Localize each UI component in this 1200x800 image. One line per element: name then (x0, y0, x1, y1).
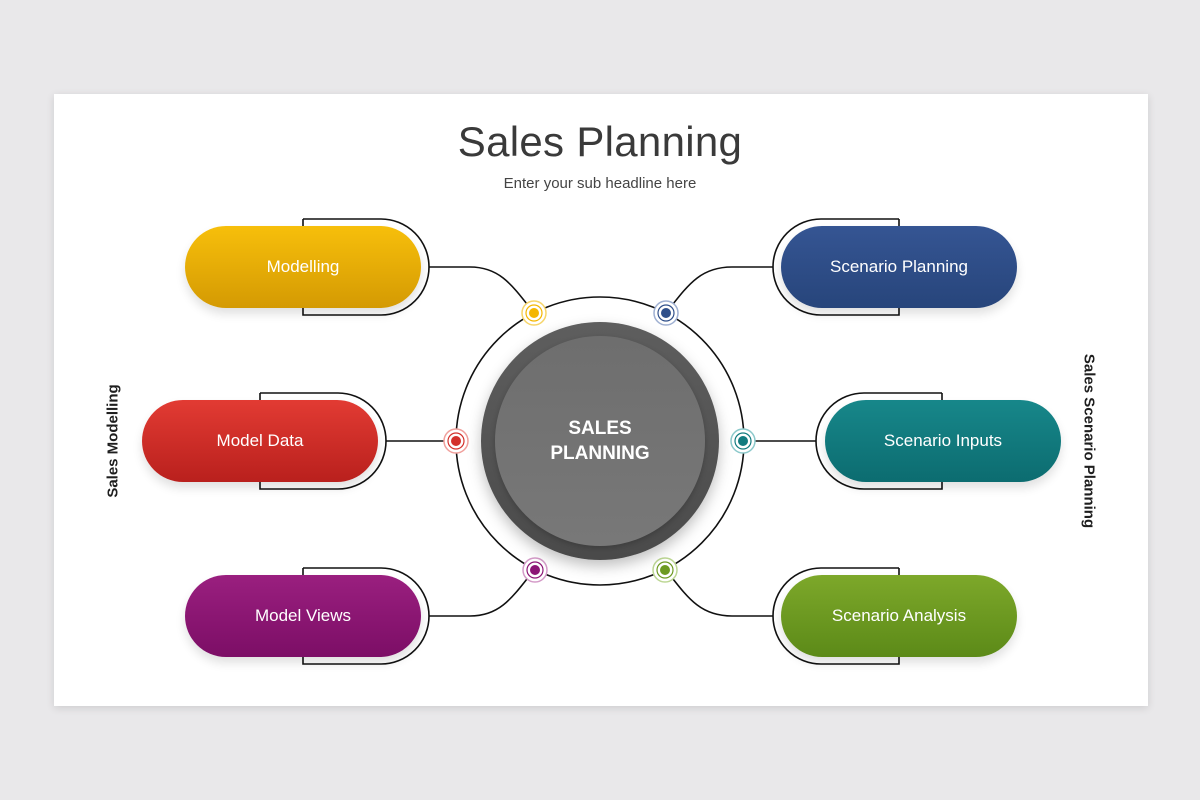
hub-label-line1: SALES (568, 418, 632, 439)
hub-inner-circle (495, 336, 705, 546)
bracket-model-data (259, 392, 387, 490)
node-model-views: Model Views (185, 575, 421, 657)
node-model-data-label: Model Data (216, 431, 304, 450)
side-label-right: Sales Scenario Planning (1080, 353, 1098, 529)
node-scenario-inputs: Scenario Inputs (825, 400, 1061, 482)
node-scenario-analysis-label: Scenario Analysis (831, 606, 967, 625)
marker-model-views (522, 557, 548, 583)
node-scenario-planning: Scenario Planning (781, 226, 1017, 308)
marker-scenario-analysis (652, 557, 678, 583)
bracket-model-views (302, 567, 430, 665)
hub-label: SALES PLANNING (495, 416, 705, 466)
marker-scenario-planning (653, 300, 679, 326)
link-model-views (429, 569, 535, 617)
marker-model-data (443, 428, 469, 454)
hub-label-line2: PLANNING (550, 443, 650, 464)
node-scenario-inputs-label: Scenario Inputs (883, 431, 1003, 450)
page-title: Sales Planning (457, 118, 743, 165)
link-scenario-analysis (665, 569, 773, 617)
node-model-data: Model Data (142, 400, 378, 482)
node-model-views-label: Model Views (254, 606, 352, 625)
page-subtitle: Enter your sub headline here (503, 175, 697, 192)
link-modelling (429, 266, 535, 314)
side-label-left: Sales Modelling (104, 384, 122, 498)
bracket-scenario-inputs (815, 392, 943, 490)
link-scenario-planning (665, 266, 773, 314)
node-modelling: Modelling (185, 226, 421, 308)
bracket-scenario-planning (772, 218, 900, 316)
marker-modelling (521, 300, 547, 326)
node-scenario-planning-label: Scenario Planning (830, 257, 968, 276)
node-scenario-analysis: Scenario Analysis (781, 575, 1017, 657)
bracket-scenario-analysis (772, 567, 900, 665)
marker-scenario-inputs (730, 428, 756, 454)
node-modelling-label: Modelling (266, 257, 340, 276)
bracket-modelling (302, 218, 430, 316)
